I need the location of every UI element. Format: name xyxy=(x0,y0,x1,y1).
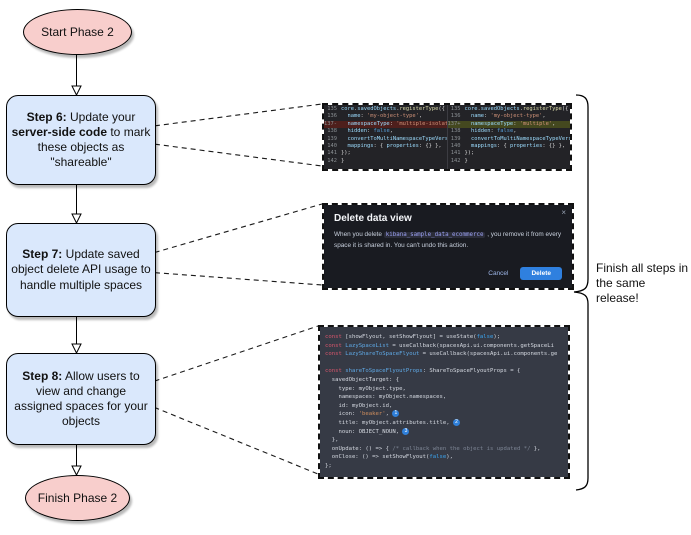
modal-body: When you delete kibana_sample_data_ecomm… xyxy=(334,231,562,249)
node-step-7: Step 7: Update saved object delete API u… xyxy=(6,223,156,317)
diff-line: 138 hidden: false, xyxy=(450,128,517,135)
code-line: const LazyShareToSpaceFlyout = useCallba… xyxy=(325,351,558,358)
panel-modal-screenshot: Delete data view × When you delete kiban… xyxy=(322,203,574,290)
release-note: Finish all steps in the same release! xyxy=(596,261,689,305)
diff-line: 139 convertToMultiNamespaceTypeVersion: … xyxy=(327,135,447,142)
callout-badge: 2 xyxy=(452,418,460,426)
delete-button[interactable]: Delete xyxy=(520,267,562,280)
panel-code-screenshot: const [showFlyout, setShowFlyout] = useS… xyxy=(318,325,570,479)
code-line: type: myObject.type, xyxy=(325,385,406,392)
code-line: icon: 'beaker', 1 xyxy=(325,410,563,419)
node-finish-phase-2: Finish Phase 2 xyxy=(25,475,130,521)
step-7-label: Step 7: Update saved object delete API u… xyxy=(11,247,151,292)
code-line: }, xyxy=(325,437,339,444)
start-label: Start Phase 2 xyxy=(41,25,114,39)
delete-data-view-modal: Delete data view × When you delete kiban… xyxy=(324,205,572,288)
step-8-bold: Step 8: xyxy=(22,368,63,383)
node-start-phase-2: Start Phase 2 xyxy=(23,9,132,55)
modal-actions: Cancel Delete xyxy=(488,267,562,280)
code-line: title: myObject.attributes.title, 2 xyxy=(325,418,563,428)
step-6-bold: Step 6: xyxy=(26,109,67,124)
diff-line: 140 mappings: { properties: {} }, xyxy=(450,142,566,149)
diff-line: 137- namespaceType: 'multiple-isolated', xyxy=(324,120,447,129)
modal-title: Delete data view xyxy=(334,213,412,224)
cancel-button[interactable]: Cancel xyxy=(488,270,509,277)
inline-code-badge: kibana_sample_data_ecommerce xyxy=(383,232,486,238)
dashed-connectors xyxy=(145,103,323,475)
callout-badge: 1 xyxy=(392,410,400,418)
diff-line: 137+ namespaceType: 'multiple', xyxy=(447,120,570,129)
close-icon[interactable]: × xyxy=(561,208,566,217)
finish-label: Finish Phase 2 xyxy=(37,491,118,505)
step-7-bold: Step 7: xyxy=(22,247,63,262)
diff-line: 142} xyxy=(450,157,468,164)
diff-line: 141}); xyxy=(327,150,351,157)
release-brace xyxy=(573,94,589,491)
code-block: const [showFlyout, setShowFlyout] = useS… xyxy=(320,327,568,477)
code-line xyxy=(325,359,563,368)
node-step-6: Step 6: Update your server-side code to … xyxy=(6,95,156,185)
code-line: const LazySpaceList = useCallback(spaces… xyxy=(325,342,555,349)
code-line: }; xyxy=(325,462,332,469)
diff-line: 141}); xyxy=(450,150,475,157)
code-line: const shareToSpaceFlyoutProps: ShareToSp… xyxy=(325,368,521,375)
step-8-label: Step 8: Allow users to view and change a… xyxy=(14,368,148,429)
code-line: onUpdate: () => { /* callback when the o… xyxy=(325,445,541,452)
code-line: id: myObject.id, xyxy=(325,402,393,409)
diff-line: 138 hidden: false, xyxy=(327,128,393,135)
arrowheads xyxy=(71,85,82,477)
diff-line: 142} xyxy=(327,157,345,164)
diff-line: 136 name: 'my-object-type', xyxy=(327,113,423,120)
step-6-bold-2: server-side code xyxy=(11,124,108,139)
code-line: namespaces: myObject.namespaces, xyxy=(325,394,447,401)
code-line: const [showFlyout, setShowFlyout] = useS… xyxy=(325,334,501,340)
diff-line: 140 mappings: { properties: {} }, xyxy=(327,142,442,149)
node-step-8: Step 8: Allow users to view and change a… xyxy=(6,353,156,445)
code-line: noun: OBJECT_NOUN, 3 xyxy=(325,427,563,437)
diff-line: 139 convertToMultiNamespaceTypeVersion: … xyxy=(450,135,570,142)
code-line: onClose: () => setShowFlyout(false), xyxy=(325,454,453,461)
diff-line: 136 name: 'my-object-type', xyxy=(450,113,546,120)
callout-badge: 3 xyxy=(402,427,410,435)
code-line: savedObjectTarget: { xyxy=(325,376,400,383)
step-6-label: Step 6: Update your server-side code to … xyxy=(11,109,151,170)
